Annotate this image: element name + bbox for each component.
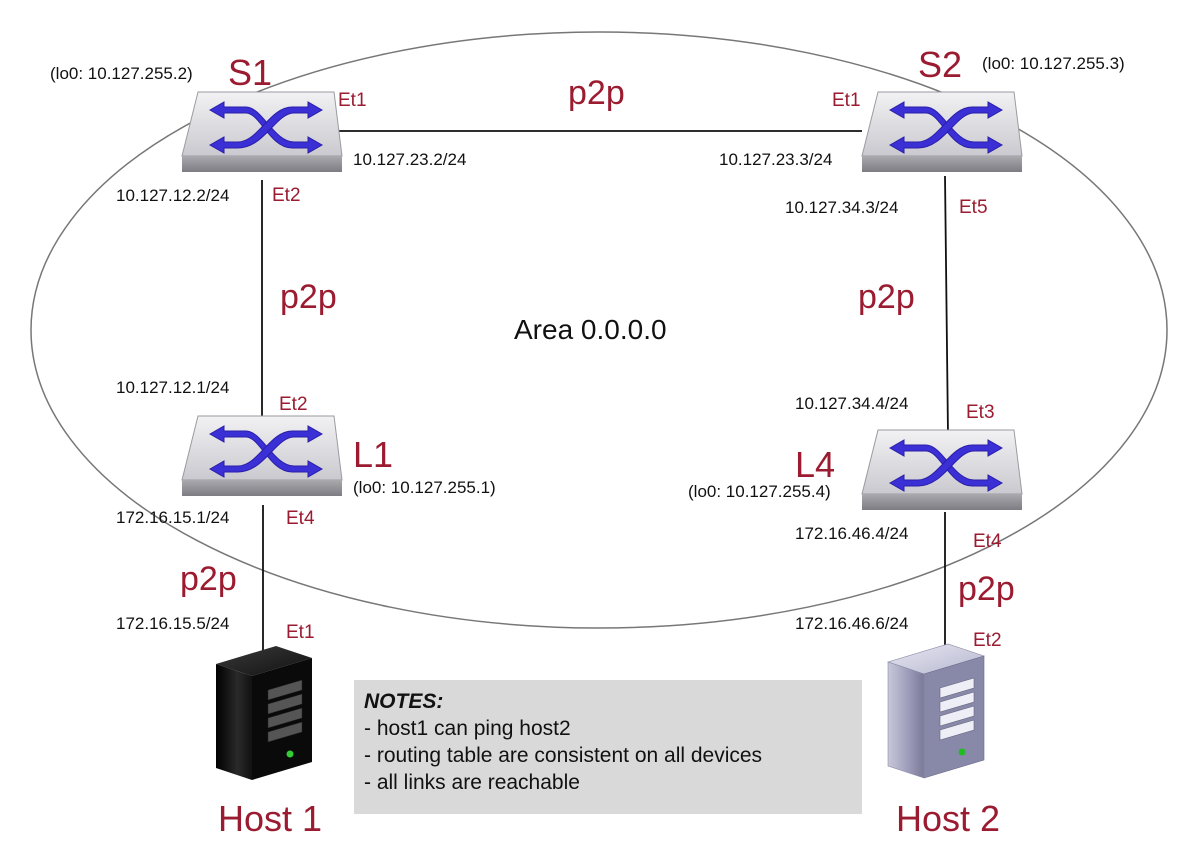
loopback-l4: (lo0: 10.127.255.4) — [688, 482, 831, 501]
port-l1-et2: Et2 — [279, 394, 308, 415]
port-s1-et2: Et2 — [272, 185, 301, 206]
device-name-l1: L1 — [353, 434, 394, 475]
ip-host2-et2: 172.16.46.6/24 — [795, 614, 909, 633]
ip-host1-et1: 172.16.15.5/24 — [116, 614, 230, 633]
device-name-host1: Host 1 — [218, 798, 323, 839]
host2-server-icon — [887, 643, 985, 779]
device-name-host2: Host 2 — [896, 798, 1001, 839]
link-label-s1-l1: p2p — [280, 278, 337, 316]
device-name-s1: S1 — [228, 52, 273, 93]
device-name-l4: L4 — [795, 444, 836, 485]
port-l1-et4: Et4 — [286, 508, 315, 529]
loopback-s1: (lo0: 10.127.255.2) — [50, 64, 193, 83]
link-s2-l4 — [944, 175, 949, 436]
link-label-s2-l4: p2p — [858, 278, 915, 316]
switch-s1-icon — [181, 91, 343, 173]
port-host2-et2: Et2 — [973, 630, 1002, 651]
links — [261, 130, 949, 652]
port-l4-et4: Et4 — [973, 531, 1002, 552]
ip-s1-et2: 10.127.12.2/24 — [116, 186, 230, 205]
switch-l1-icon — [181, 415, 343, 497]
ip-l1-et2: 10.127.12.1/24 — [116, 378, 230, 397]
ip-s2-et5: 10.127.34.3/24 — [785, 198, 899, 217]
host1-server-icon — [216, 646, 312, 780]
area-boundary — [30, 31, 1168, 629]
area-label: Area 0.0.0.0 — [514, 314, 667, 345]
switch-l4-icon — [861, 429, 1023, 511]
switch-s2-icon — [861, 91, 1023, 173]
link-label-l4-host2: p2p — [958, 570, 1015, 608]
port-s2-et1: Et1 — [832, 90, 861, 111]
notes-title: NOTES: — [364, 690, 444, 713]
notes-item: - all links are reachable — [364, 771, 580, 794]
notes-item: - routing table are consistent on all de… — [364, 744, 763, 767]
notes-box: NOTES: - host1 can ping host2 - routing … — [354, 680, 862, 814]
link-label-s1-s2: p2p — [568, 74, 625, 112]
port-s1-et1: Et1 — [338, 90, 367, 111]
ip-l1-et4: 172.16.15.1/24 — [116, 508, 230, 527]
port-l4-et3: Et3 — [966, 402, 995, 423]
link-label-l1-host1: p2p — [180, 560, 237, 598]
port-host1-et1: Et1 — [286, 622, 315, 643]
ip-l4-et4: 172.16.46.4/24 — [795, 524, 909, 543]
notes-item: - host1 can ping host2 — [364, 717, 571, 740]
loopback-l1: (lo0: 10.127.255.1) — [353, 478, 496, 497]
port-s2-et5: Et5 — [959, 197, 988, 218]
device-name-s2: S2 — [918, 44, 963, 85]
ip-s2-et1: 10.127.23.3/24 — [719, 150, 833, 169]
ip-s1-et1: 10.127.23.2/24 — [353, 150, 467, 169]
loopback-s2: (lo0: 10.127.255.3) — [982, 54, 1125, 73]
ip-l4-et3: 10.127.34.4/24 — [795, 394, 909, 413]
